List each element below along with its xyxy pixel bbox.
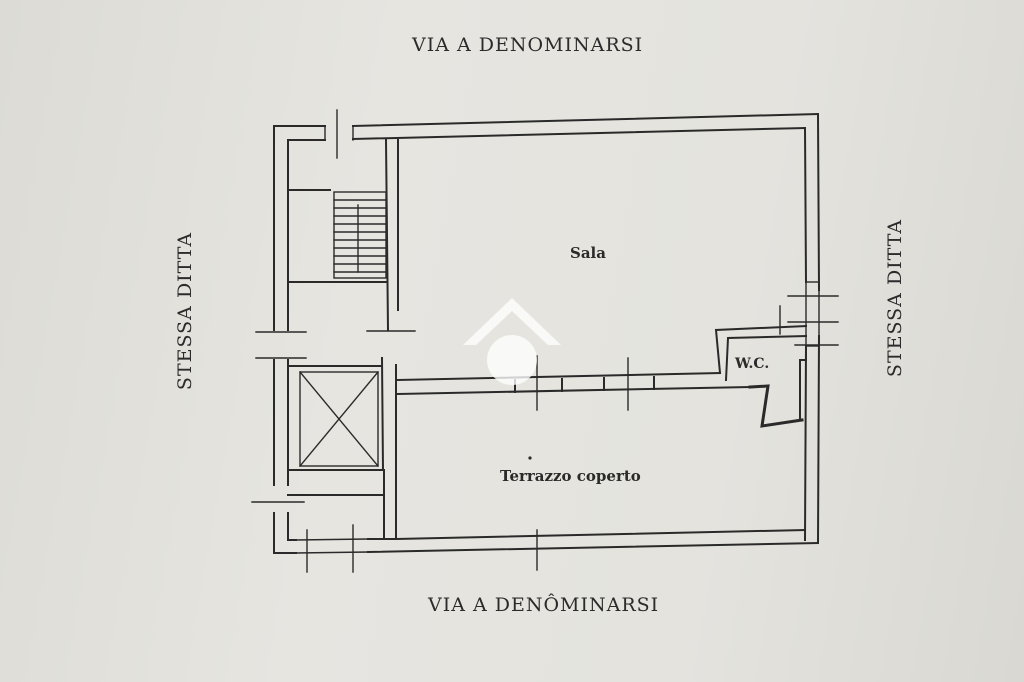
room-label-terrazzo: Terrazzo coperto bbox=[500, 467, 641, 485]
street-label-bottom: VIA A DENÔMINARSI bbox=[428, 594, 660, 616]
opening-marks bbox=[251, 109, 839, 573]
middle-wall bbox=[396, 371, 752, 396]
lift-shaft bbox=[299, 371, 379, 467]
plan-dot bbox=[528, 456, 532, 460]
outer-walls bbox=[273, 112, 821, 554]
room-label-sala: Sala bbox=[570, 244, 606, 262]
street-label-top: VIA A DENOMINARSI bbox=[412, 34, 644, 56]
stair-treads bbox=[333, 191, 387, 279]
watermark-logo bbox=[463, 298, 561, 385]
wc-walls bbox=[714, 324, 808, 428]
stair-core bbox=[287, 138, 399, 540]
room-label-wc: W.C. bbox=[734, 356, 769, 372]
